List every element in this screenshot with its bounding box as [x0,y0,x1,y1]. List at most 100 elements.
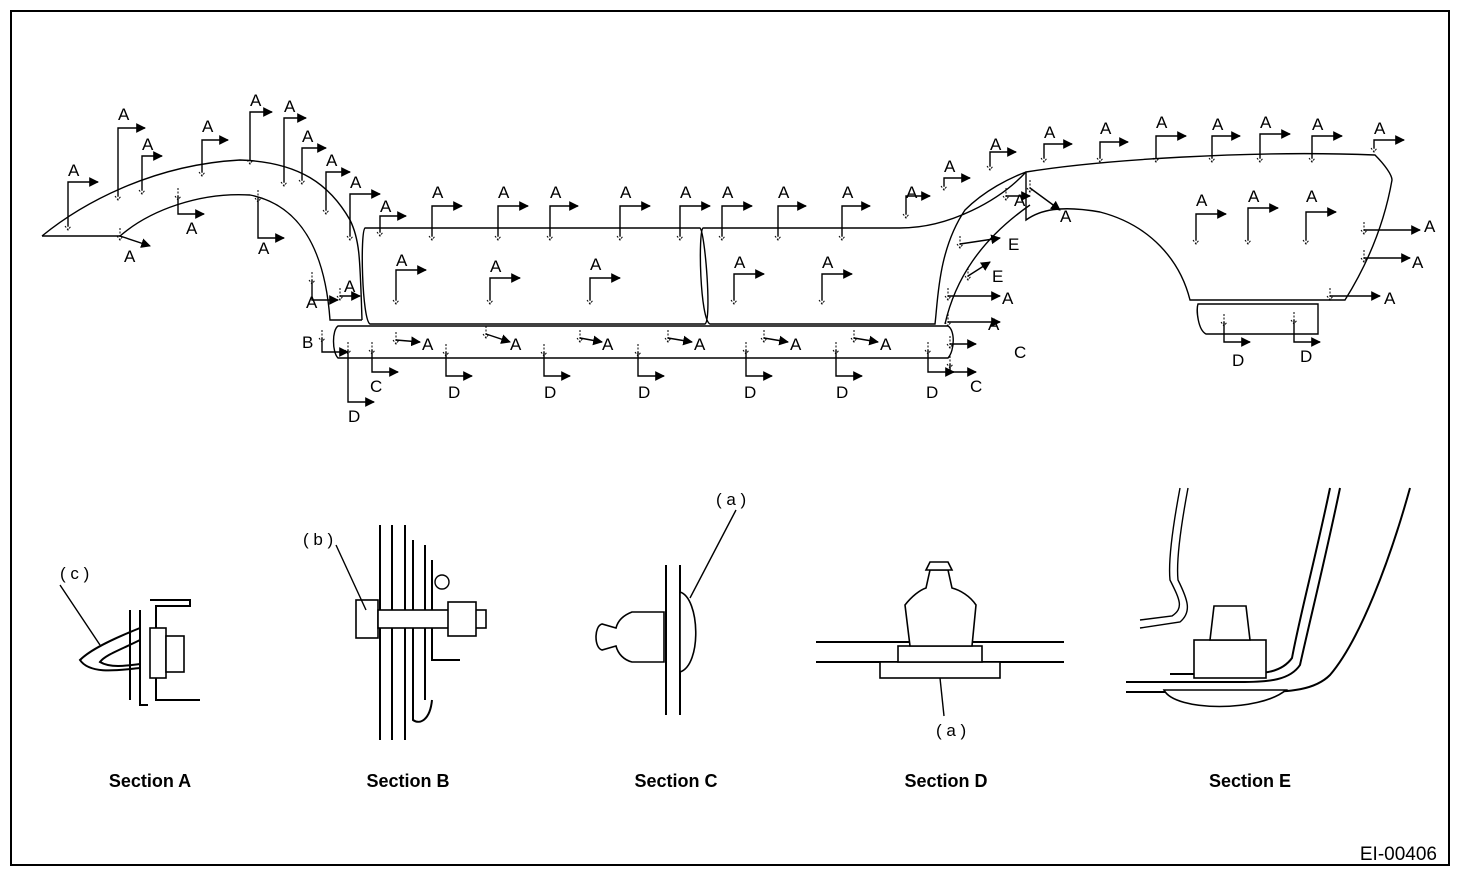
clip-marker [956,236,964,249]
callout-label-a: A [490,257,502,276]
callout-leader [395,265,427,300]
figure-code: EI-00406 [1360,844,1437,865]
callout-label-a: A [1306,187,1318,206]
callout-leader [249,107,273,160]
callout-leader [325,167,351,210]
callout-leader [1305,207,1337,240]
clip-marker [1360,222,1368,235]
section-c-detail [595,509,737,715]
callout-label-a: A [880,335,892,354]
section-a-detail [59,584,200,706]
callout-label-a: A [1260,113,1272,132]
callout-leader [1247,203,1279,240]
callout-leader [733,269,765,300]
clip-marker [1326,288,1334,301]
callout-label-a: A [186,219,198,238]
clip-marker [1360,250,1368,263]
callout-label-a: A [906,183,918,202]
callout-label-a: A [396,251,408,270]
section-e-detail [1126,487,1411,708]
callout-leader [1373,135,1405,148]
callout-label-a: A [1044,123,1056,142]
callout-label-a: A [680,183,692,202]
callout-leader [485,333,511,344]
callout-label-a: A [1424,217,1436,236]
callout-leader [1195,209,1227,240]
callout-label-a: A [498,183,510,202]
callout-label-a: A [302,127,314,146]
callout-label-a: A [620,183,632,202]
callout-label-a: A [778,183,790,202]
callout-leader [119,235,151,248]
callout-label-a: A [550,183,562,202]
callout-label-c: C [970,377,982,396]
callout-leader [927,350,955,377]
section-b-detail [335,525,487,740]
section-d-title: Section D [904,771,987,791]
callout-leader [177,196,205,219]
callout-label-a: A [432,183,444,202]
clip-marker [336,288,344,301]
callout-label-a: A [250,91,262,110]
callout-leader [949,364,977,377]
callout-leader [943,173,971,186]
part-label-a-d: ( a ) [936,721,966,740]
callout-label-a: A [1212,115,1224,134]
callout-label-a: A [118,105,130,124]
callout-label-a: A [68,161,80,180]
trim-panel-outlines [41,153,1393,359]
callout-label-a: A [142,135,154,154]
section-b-title: Section B [366,771,449,791]
callout-leader [763,335,789,346]
callout-label-d: D [1232,351,1244,370]
callout-label-a: A [734,253,746,272]
callout-leader [1223,322,1251,347]
callout-leader [667,335,693,346]
callout-label-a: A [1196,191,1208,210]
section-e-title: Section E [1209,771,1291,791]
callout-leader [489,273,521,300]
callout-leader [967,261,991,277]
clip-marker [1002,188,1010,201]
callout-leader [301,143,327,180]
callout-leader [371,350,399,377]
callout-leader [311,280,339,305]
callout-leader [321,338,349,357]
callout-leader [905,191,931,214]
callout-label-a: A [990,135,1002,154]
callout-label-d: D [348,407,360,426]
section-a-title: Section A [109,771,191,791]
callout-leader [1259,129,1291,158]
callout-leader [1211,131,1241,158]
callout-label-d: D [926,383,938,402]
callout-label-a: A [380,197,392,216]
callout-leader [821,269,853,300]
callout-leader [431,201,463,236]
callout-leader [257,198,285,243]
section-c-title: Section C [634,771,717,791]
callout-label-a: A [344,277,356,296]
callout-label-d: D [638,383,650,402]
callout-label-a: A [842,183,854,202]
callout-leader [1293,320,1321,347]
part-label-a: ( a ) [716,490,746,509]
part-label-c: ( c ) [60,564,89,583]
clip-marker [576,330,584,343]
callout-leader [841,201,871,236]
callout-label-a: A [124,247,136,266]
clip-marker [482,326,490,339]
part-label-b: ( b ) [303,530,333,549]
callout-leader [679,201,711,236]
callout-label-a: A [822,253,834,272]
clip-marker [392,332,400,345]
callout-label-a: A [722,183,734,202]
clip-marker [944,288,952,301]
callout-leader [777,201,807,236]
clip-marker [946,336,954,349]
callout-leader [637,352,665,381]
clip-marker [760,330,768,343]
clip-marker [850,330,858,343]
callout-leader [283,113,307,182]
callout-leader [347,350,375,407]
